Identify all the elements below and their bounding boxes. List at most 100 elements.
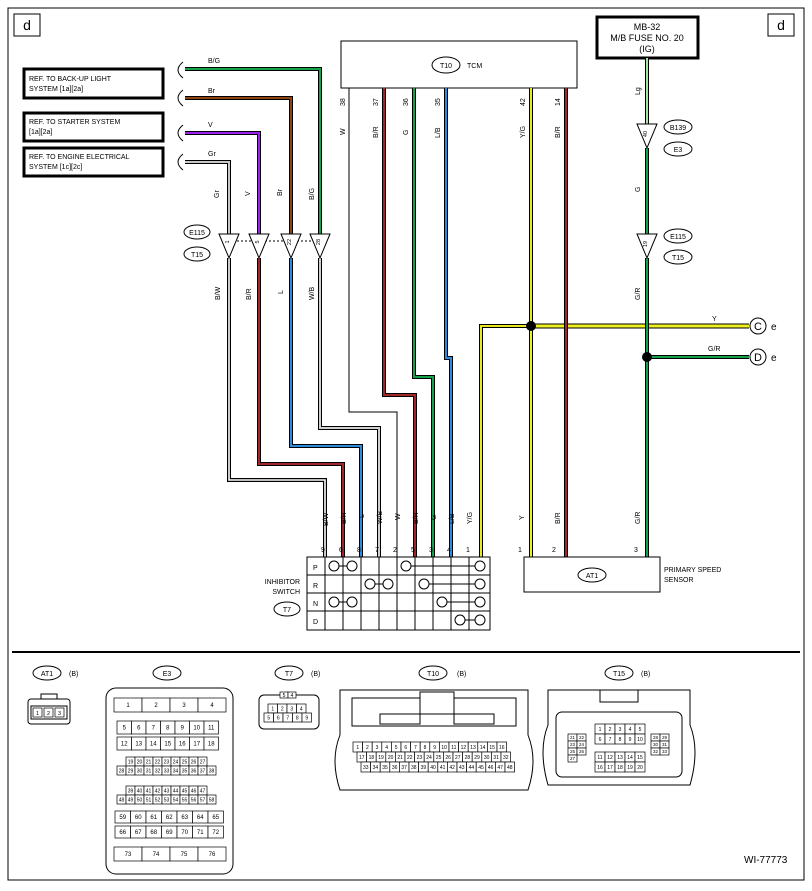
fuse-line2: M/B FUSE NO. 20 (610, 33, 684, 43)
junction-d-suffix: e (771, 353, 777, 364)
face-at1 (27, 693, 71, 725)
pin-number: 31 (493, 755, 499, 761)
pin-number: 45 (182, 788, 188, 794)
pin-number: 58 (209, 797, 215, 803)
b139-oval (663, 119, 693, 135)
inh-wire-w: W (395, 513, 402, 520)
pin-number: 9 (305, 715, 308, 721)
pin-number: 14 (480, 745, 486, 751)
pin-number: 2 (281, 706, 284, 712)
e115-pin28: 28 (316, 239, 322, 245)
inh-wire-br: B/R (341, 512, 348, 524)
pin-number: 24 (173, 759, 179, 765)
pin-number: 6 (404, 745, 407, 751)
inh-pin-9: 9 (321, 547, 325, 554)
tcm-pin-36: 36 (403, 98, 410, 106)
ref-engine (22, 146, 165, 178)
e115-lower-l: L (278, 290, 285, 294)
pin-number: 66 (119, 830, 126, 836)
pin-number: 26 (191, 759, 197, 765)
pin-number: 16 (179, 742, 186, 748)
pin-number: 56 (191, 797, 197, 803)
inh-pos-d: D (313, 619, 318, 626)
inh-wire-bw: B/W (323, 512, 330, 526)
corner-tag-right (767, 13, 795, 37)
tcm-wire-g: G (403, 130, 410, 135)
pin-number: 8 (166, 726, 170, 732)
pin-number: 28 (653, 735, 659, 740)
pin-number: 11 (208, 726, 215, 732)
pin-cell (504, 761, 515, 773)
tcm-wire-w: W (340, 128, 347, 135)
inhibitor-switch (306, 556, 491, 631)
at1-face-pin1: 1 (36, 711, 39, 717)
pin-number: 37 (200, 768, 206, 774)
pin-number: 36 (191, 768, 197, 774)
pin-cell (287, 691, 297, 699)
pin-number: 74 (153, 852, 160, 858)
pin-number: 26 (579, 749, 585, 754)
pin-number: 13 (470, 745, 476, 751)
pin-number: 19 (627, 765, 633, 771)
e115-pin22: 22 (287, 239, 293, 245)
e115-right-id: E115 (670, 234, 686, 241)
pin-number: 69 (166, 830, 173, 836)
e115-connector (218, 233, 331, 260)
pin-number: 32 (155, 768, 161, 774)
inh-pin-2: 2 (393, 547, 397, 554)
pin-number: 21 (146, 759, 152, 765)
junction-d-circle (749, 348, 767, 366)
pin-number: 60 (135, 815, 142, 821)
pin-number: 19 (128, 759, 134, 765)
pin-number: 33 (363, 765, 369, 771)
pin-number: 8 (296, 715, 299, 721)
pin-number: 55 (182, 797, 188, 803)
pin-number: 64 (197, 815, 204, 821)
b139-id: B139 (670, 125, 686, 132)
pin-number: 75 (181, 852, 188, 858)
pin-number: 50 (137, 797, 143, 803)
pin-number: 59 (119, 815, 126, 821)
pin-number: 73 (125, 852, 132, 858)
pin-number: 11 (597, 755, 602, 761)
pin-number: 6 (277, 715, 280, 721)
pin-number: 1 (599, 727, 602, 733)
pin-number: 68 (150, 830, 157, 836)
pin-cell (203, 720, 219, 735)
sensor-pin-1: 1 (518, 547, 522, 554)
e115-right-oval (663, 228, 693, 244)
ref-wire-br: Br (208, 88, 216, 95)
junction-gr-label: G/R (708, 346, 720, 353)
pin-number: 24 (579, 742, 585, 747)
face-t15-id: T15 (613, 671, 625, 678)
pin-number: 23 (570, 742, 576, 747)
pin-number: 63 (181, 815, 188, 821)
tcm-pin-labels: 38 37 36 35 42 14 W B/R G L/B Y/G B/R (340, 98, 562, 138)
outer-frame (7, 7, 805, 881)
pin-number: 39 (421, 765, 427, 771)
sensor-wire-br: B/R (555, 512, 562, 524)
pin-number: 4 (385, 745, 388, 751)
pin-number: 1 (126, 703, 130, 709)
fuse-line3: (IG) (639, 44, 655, 54)
inhibitor-id-oval (273, 601, 301, 617)
tcm-pin-37: 37 (373, 98, 380, 106)
sensor-id: AT1 (586, 573, 598, 580)
pin-number: 38 (209, 768, 215, 774)
ref-wire-bg: B/G (208, 58, 220, 65)
pin-number: 18 (369, 755, 375, 761)
e115-lower-br: B/R (246, 288, 253, 300)
pin-number: 20 (388, 755, 394, 761)
pin-cell (567, 754, 578, 763)
e115-right-pin19: 19 (643, 241, 649, 247)
pin-number: 54 (173, 797, 179, 803)
pin-number: 28 (465, 755, 471, 761)
inh-wire-yg: Y/G (467, 512, 474, 524)
junction-d-letter: D (754, 352, 762, 364)
tcm-pin-42: 42 (520, 98, 527, 106)
t15-right-oval (663, 249, 693, 265)
pin-number: 10 (441, 745, 447, 751)
pin-number: 29 (474, 755, 480, 761)
pin-cell (207, 810, 224, 824)
e115-id: E115 (189, 230, 205, 237)
